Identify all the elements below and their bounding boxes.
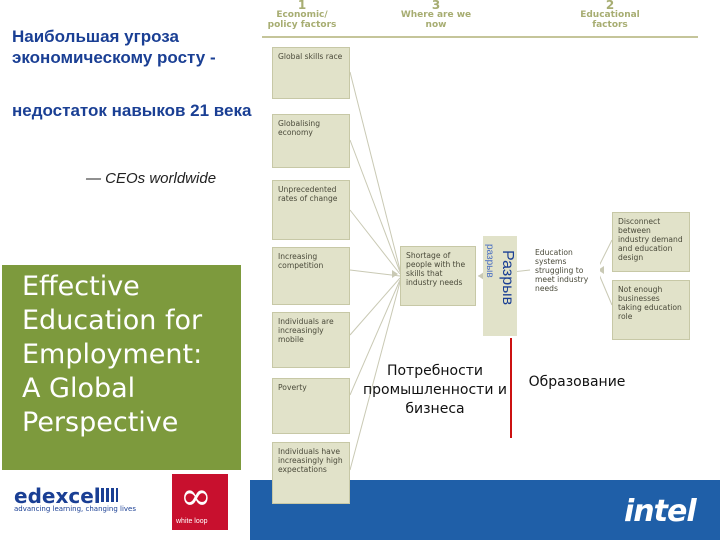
cover-title-line: Perspective bbox=[22, 407, 179, 438]
education-label: Образование bbox=[528, 374, 626, 390]
column-header-economic: 1 Economic/ policy factors bbox=[262, 0, 342, 30]
skills-shortage-box: Shortage of people with the skills that … bbox=[400, 246, 476, 306]
quote-attribution: — CEOs worldwide bbox=[86, 170, 217, 187]
factor-box: Poverty bbox=[272, 378, 350, 434]
factor-box: Individuals have increasingly high expec… bbox=[272, 442, 350, 504]
quote-line-1: Наибольшая угроза экономическому росту - bbox=[12, 27, 216, 67]
gap-divider-line bbox=[510, 338, 512, 438]
quote-line-2: недостаток навыков 21 века bbox=[12, 101, 252, 120]
cover-title-line: Effective bbox=[22, 271, 140, 302]
column-header-educational: 2 Educational factors bbox=[570, 0, 650, 30]
edu-factor-box: Not enough businesses taking education r… bbox=[612, 280, 690, 340]
factor-box: Globalising economy bbox=[272, 114, 350, 168]
whiteloop-logo bbox=[172, 474, 228, 530]
cover-title-line: Education for bbox=[22, 305, 203, 336]
gap-label: Разрыв bbox=[499, 250, 516, 306]
factor-box: Global skills race bbox=[272, 47, 350, 99]
column-title: Educational factors bbox=[580, 10, 640, 30]
cover-title-line: Employment: bbox=[22, 339, 203, 370]
gap-box bbox=[483, 236, 517, 336]
education-systems-box: Education systems struggling to meet ind… bbox=[530, 244, 600, 300]
edexcel-logo: edexcel bbox=[14, 484, 101, 508]
factor-box: Increasing competition bbox=[272, 247, 350, 305]
column-title: Where are we now bbox=[400, 10, 472, 30]
edu-factor-box: Disconnect between industry demand and e… bbox=[612, 212, 690, 272]
column-title: Economic/ policy factors bbox=[267, 10, 337, 30]
factor-box: Individuals are increasingly mobile bbox=[272, 312, 350, 368]
column-number: 3 bbox=[431, 0, 441, 12]
cover-title-line: A Global bbox=[22, 373, 136, 404]
intel-logo: intel bbox=[624, 494, 697, 529]
column-header-where: 3 Where are we now bbox=[400, 0, 472, 30]
edexcel-tagline: advancing learning, changing lives bbox=[14, 505, 136, 513]
book-cover-title: Effective Education for Employment: A Gl… bbox=[22, 270, 242, 440]
factor-box: Unprecedented rates of change bbox=[272, 180, 350, 240]
industry-needs-label: Потребности промышленности и бизнеса bbox=[363, 363, 507, 417]
column-number: 2 bbox=[605, 0, 615, 12]
infinity-loop-icon: ∞ bbox=[180, 474, 212, 518]
whiteloop-label: white loop bbox=[176, 518, 208, 525]
edexcel-dots-icon bbox=[96, 488, 118, 502]
column-header-rule bbox=[262, 36, 698, 38]
gap-label-small: разрыв bbox=[484, 244, 495, 278]
column-number: 1 bbox=[297, 0, 307, 12]
